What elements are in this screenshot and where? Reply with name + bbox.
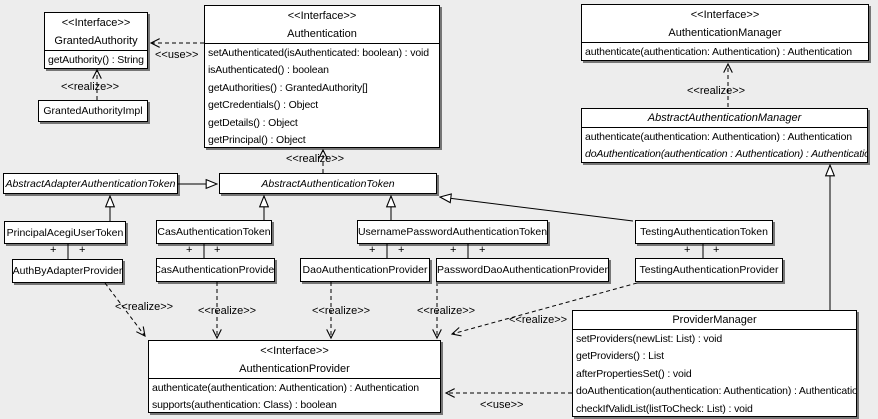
class-name: UsernamePasswordAuthenticationToken [357, 226, 548, 238]
label-realize-abstract-manager: <<realize>> [687, 85, 746, 97]
class-name: AbstractAuthenticationManager [647, 112, 802, 124]
multiplicity-plus: + [79, 244, 86, 256]
class-box-dao-authentication-provider: DaoAuthenticationProvider [300, 258, 430, 282]
class-name: PasswordDaoAuthenticationProvider [437, 264, 609, 276]
multiplicity-plus: + [50, 244, 57, 256]
method: doAuthentication(authentication: Authent… [576, 385, 857, 398]
method: checkIfValidList(listToCheck: List) : vo… [576, 402, 753, 415]
multiplicity-plus: + [214, 244, 221, 256]
label-realize-cas: <<realize>> [198, 305, 257, 317]
method: getPrincipal() : Object [208, 134, 306, 147]
multiplicity-plus: + [479, 244, 486, 256]
class-name: GrantedAuthority [54, 35, 138, 47]
class-box-abstract-authentication-manager: AbstractAuthenticationManager authentica… [581, 108, 868, 163]
class-name: PrincipalAcegiUserToken [6, 226, 124, 239]
class-box-provider-manager: ProviderManager setProviders(newList: Li… [572, 310, 857, 417]
class-name: DaoAuthenticationProvider [302, 264, 428, 276]
multiplicity-plus: + [186, 244, 193, 256]
class-box-testing-authentication-provider: TestingAuthenticationProvider [635, 258, 783, 282]
class-box-auth-by-adapter-provider: AuthByAdapterProvider [12, 259, 123, 283]
class-title: <<Interface>> AuthenticationManager [582, 5, 868, 43]
class-box-username-password-authentication-token: UsernamePasswordAuthenticationToken [357, 220, 548, 244]
method: supports(authentication: Class) : boolea… [152, 399, 337, 412]
label-realize-grantedauthorityimpl: <<realize>> [61, 81, 120, 93]
realize-testing-provider [450, 282, 638, 337]
class-title: <<Interface>> Authentication [205, 6, 439, 44]
multiplicity-plus: + [450, 244, 457, 256]
class-box-abstract-adapter-authentication-token: AbstractAdapterAuthenticationToken [3, 173, 178, 194]
class-box-authentication-provider: <<Interface>> AuthenticationProvider aut… [148, 340, 441, 413]
class-name: AuthenticationManager [668, 27, 782, 39]
method-abstract: doAuthentication(authentication : Authen… [585, 148, 868, 161]
class-name: TestingAuthenticationProvider [639, 264, 779, 276]
multiplicity-plus: + [684, 244, 691, 256]
interface-stereotype: <<Interface>> [690, 9, 760, 21]
class-box-authentication-manager: <<Interface>> AuthenticationManager auth… [581, 4, 869, 61]
class-name: CasAuthenticationToken [157, 226, 271, 238]
interface-stereotype: <<Interface>> [61, 17, 131, 29]
class-name: GrantedAuthorityImpl [43, 105, 143, 117]
method: isAuthenticated() : boolean [208, 64, 329, 77]
class-title: AbstractAuthenticationManager [582, 109, 867, 128]
method: getCredentials() : Object [208, 99, 319, 112]
interface-stereotype: <<Interface>> [260, 345, 329, 357]
class-name: Authentication [287, 28, 357, 40]
multiplicity-plus: + [713, 244, 720, 256]
class-name: AuthByAdapterProvider [12, 265, 123, 277]
class-name: ProviderManager [672, 314, 757, 326]
label-use-providermanager: <<use>> [480, 399, 524, 411]
method: setAuthenticated(isAuthenticated: boolea… [208, 47, 429, 59]
multiplicity-plus: + [398, 244, 405, 256]
label-realize-passworddao: <<realize>> [417, 305, 476, 317]
class-name: AuthenticationProvider [239, 363, 350, 375]
method: getAuthority() : String [48, 54, 144, 66]
method: authenticate(authentication: Authenticat… [585, 131, 852, 143]
generalization-testing-token [440, 197, 634, 222]
class-name: AbstractAuthenticationToken [261, 177, 395, 190]
method: authenticate(authentication: Authenticat… [152, 382, 419, 394]
label-realize-abstract-token: <<realize>> [286, 153, 345, 165]
method: authenticate(authentication: Authenticat… [585, 46, 852, 58]
class-box-authentication: <<Interface>> Authentication setAuthenti… [204, 5, 440, 148]
class-box-cas-authentication-provider: CasAuthenticationProvider [156, 258, 275, 282]
class-name: CasAuthenticationProvider [156, 264, 275, 276]
method: getDetails() : Object [208, 116, 298, 129]
label-use-grantedauthority: <<use>> [155, 49, 199, 61]
label-realize-testing: <<realize>> [509, 314, 568, 326]
multiplicity-plus: + [369, 244, 376, 256]
class-name: AbstractAdapterAuthenticationToken [5, 177, 176, 190]
method: getAuthorities() : GrantedAuthority[] [208, 81, 368, 94]
class-box-granted-authority-impl: GrantedAuthorityImpl [38, 100, 148, 122]
class-title: ProviderManager [573, 311, 856, 330]
class-title: <<Interface>> AuthenticationProvider [149, 341, 440, 379]
class-box-abstract-authentication-token: AbstractAuthenticationToken [219, 173, 437, 194]
label-realize-dao: <<realize>> [312, 305, 371, 317]
class-title: <<Interface>> GrantedAuthority [45, 13, 147, 51]
class-name: TestingAuthenticationToken [640, 226, 768, 238]
interface-stereotype: <<Interface>> [287, 10, 357, 22]
method: getProviders() : List [576, 350, 664, 363]
class-box-cas-authentication-token: CasAuthenticationToken [156, 220, 272, 244]
method: afterPropertiesSet() : void [576, 367, 692, 380]
class-box-password-dao-authentication-provider: PasswordDaoAuthenticationProvider [436, 258, 609, 282]
class-box-granted-authority: <<Interface>> GrantedAuthority getAuthor… [44, 12, 148, 69]
label-realize-authbyadapter: <<realize>> [115, 301, 174, 313]
class-box-testing-authentication-token: TestingAuthenticationToken [635, 220, 773, 244]
class-box-principal-acegi-user-token: PrincipalAcegiUserToken [4, 221, 126, 244]
method: setProviders(newList: List) : void [576, 333, 723, 345]
